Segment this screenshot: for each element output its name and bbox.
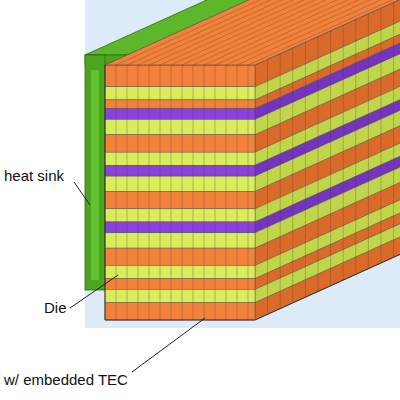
top-division <box>215 0 400 65</box>
stack-front-layer <box>105 176 255 191</box>
side-division <box>267 59 268 314</box>
front-division <box>237 65 238 320</box>
stack-front-layer <box>105 191 255 208</box>
stack-front-layer <box>105 233 255 248</box>
stack-front-layer <box>105 135 255 152</box>
top-division <box>248 0 400 65</box>
front-division <box>127 65 128 320</box>
front-division <box>226 65 227 320</box>
side-division <box>330 31 331 286</box>
side-division <box>381 8 382 263</box>
stack-front-layer <box>105 248 255 265</box>
side-division <box>305 42 306 297</box>
front-division <box>182 65 183 320</box>
side-division <box>368 14 369 269</box>
top-division <box>193 0 400 65</box>
stack-outline <box>105 65 400 320</box>
heat-sink-plate <box>85 55 105 290</box>
side-division <box>280 54 281 309</box>
part-label: heat sink <box>4 168 64 185</box>
front-division <box>138 65 139 320</box>
stack-front-layer <box>105 100 255 109</box>
top-division <box>226 0 400 65</box>
stack-front-layer <box>105 303 255 320</box>
top-division <box>237 0 400 65</box>
part-label: Die <box>44 300 67 317</box>
stack-front-layer <box>105 152 255 165</box>
stack-front-layer <box>105 119 255 134</box>
side-division <box>355 19 356 274</box>
leader-line <box>132 318 205 372</box>
part-label: w/ embedded TEC <box>4 372 128 389</box>
stack-front-layer <box>105 65 255 87</box>
front-division <box>116 65 117 320</box>
side-division <box>292 48 293 303</box>
side-division <box>343 25 344 280</box>
front-division <box>171 65 172 320</box>
stack-front-layer <box>105 289 255 302</box>
stack-front-layer <box>105 279 255 290</box>
side-division <box>393 2 394 257</box>
stack-front-layer <box>105 87 255 100</box>
front-division <box>204 65 205 320</box>
heat-sink-fin <box>91 70 99 280</box>
front-division <box>215 65 216 320</box>
side-division <box>318 37 319 292</box>
front-division <box>193 65 194 320</box>
front-division <box>248 65 249 320</box>
stack-front-layer <box>105 222 255 233</box>
leader-line <box>74 182 90 205</box>
stack-front-layer <box>105 109 255 120</box>
division-lines <box>116 0 400 320</box>
stack-front-layer <box>105 165 255 176</box>
leader-line <box>70 275 118 308</box>
front-division <box>160 65 161 320</box>
stack-front-layer <box>105 266 255 279</box>
front-division <box>149 65 150 320</box>
stack-front-layer <box>105 209 255 222</box>
